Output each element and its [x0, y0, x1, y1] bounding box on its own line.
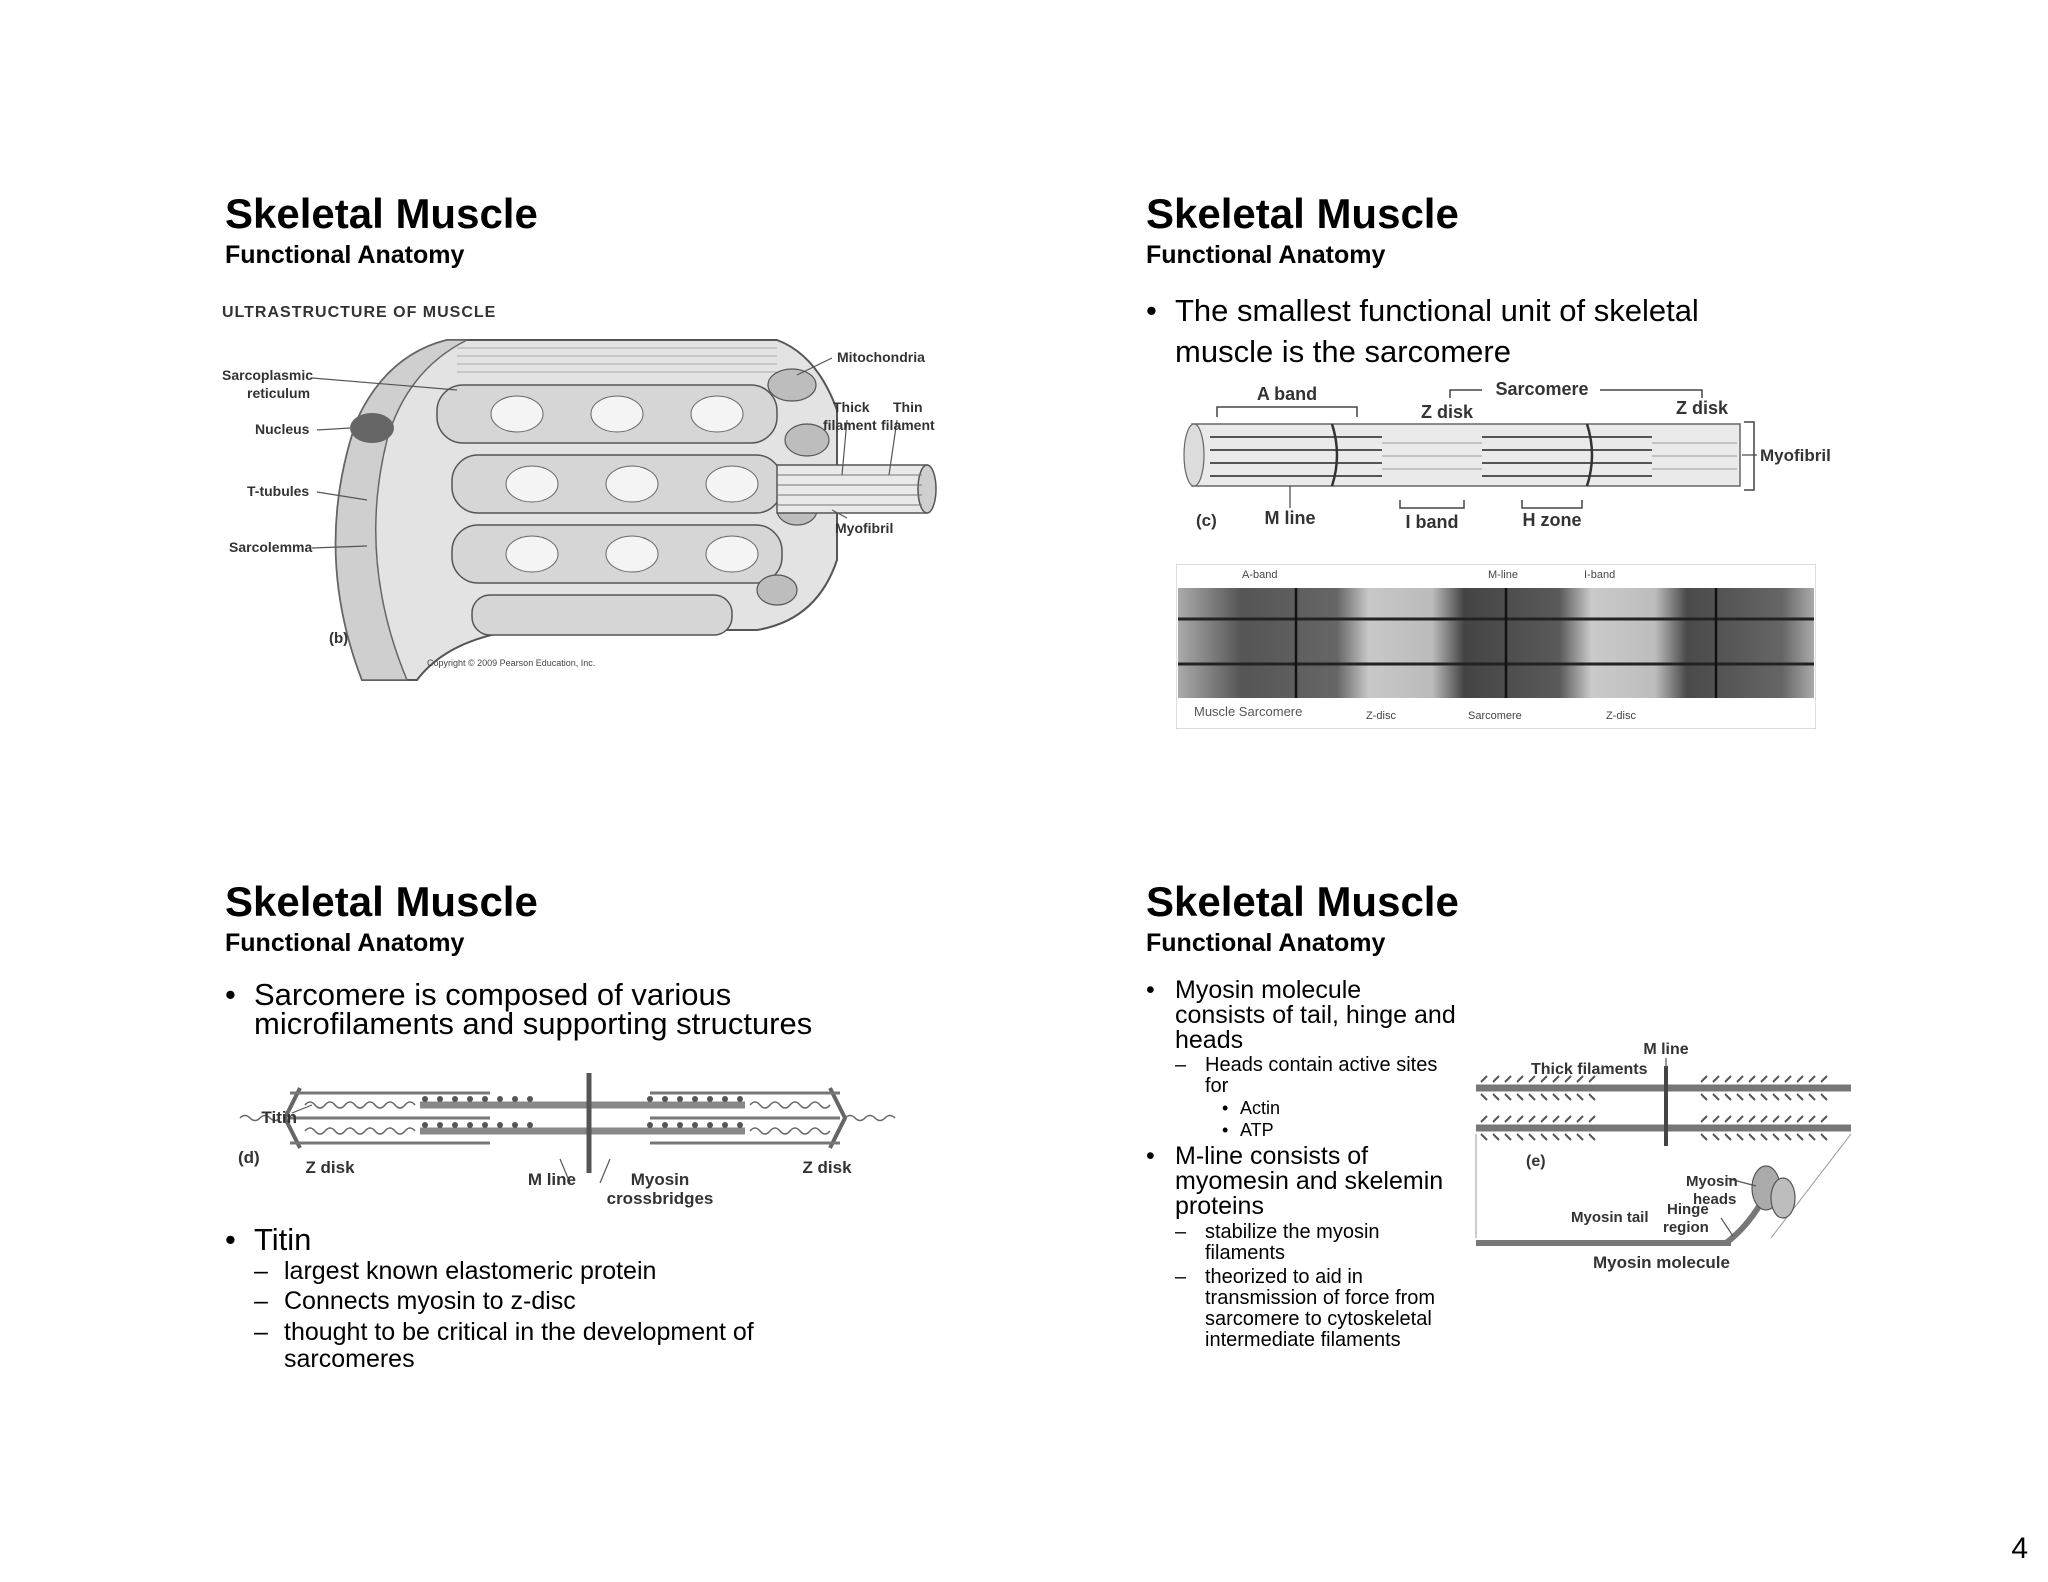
panel-label-e: (e)	[1526, 1153, 1546, 1170]
micro-caption: Muscle Sarcomere	[1194, 704, 1302, 719]
slide-title: Skeletal Muscle	[1146, 878, 1459, 925]
sub-bullet: theorized to aid in transmission of forc…	[1175, 1267, 1456, 1351]
sarcomere-micrograph: A-band M-line I-band Muscle Sarcomere Z-…	[1176, 564, 1816, 729]
myosin-figure: M line Thick filaments (e) Myosin heads …	[1475, 1041, 1852, 1272]
label-thick: Thick	[833, 399, 870, 415]
label-sarcoplasmic: Sarcoplasmic	[222, 367, 313, 383]
bullet: Sarcomere is composed of various microfi…	[225, 979, 825, 1039]
slide-title: Skeletal Muscle	[1146, 190, 1459, 237]
label-m-line: M line	[528, 1170, 576, 1189]
label-myofibril: Myofibril	[835, 520, 893, 536]
sub-sub-bullet: ATP	[1222, 1119, 1456, 1141]
slide-title: Skeletal Muscle	[225, 878, 538, 925]
label-thin-filament: filament	[881, 417, 935, 433]
bullet: Titin	[225, 1224, 865, 1257]
label-myosin-molecule: Myosin molecule	[1593, 1253, 1730, 1272]
label-hinge-region: region	[1663, 1219, 1709, 1236]
sub-bullet: thought to be critical in the developmen…	[254, 1319, 865, 1373]
label-m-line: M line	[1264, 508, 1315, 528]
sub-bullet: stabilize the myosin filaments	[1175, 1222, 1456, 1264]
label-hinge: Hinge	[1667, 1201, 1709, 1218]
bullet: M-line consists of myomesin and skelemin…	[1146, 1144, 1456, 1219]
panel-label-b: (b)	[329, 630, 348, 647]
label-heads: heads	[1693, 1191, 1736, 1208]
figure-heading: ULTRASTRUCTURE OF MUSCLE	[222, 304, 496, 321]
slide-subtitle: Functional Anatomy	[1146, 241, 1386, 269]
label-myofibril: Myofibril	[1760, 446, 1831, 465]
micro-label-a-band: A-band	[1242, 569, 1277, 581]
panel-label-c: (c)	[1196, 511, 1217, 530]
label-myosin-tail: Myosin tail	[1571, 1209, 1649, 1226]
titin-bullet-list: Titin largest known elastomeric protein …	[225, 1224, 865, 1373]
muscle-ultrastructure-figure: ULTRASTRUCTURE OF MUSCLE	[222, 304, 937, 681]
bullet-list: Myosin molecule consists of tail, hinge …	[1146, 978, 1456, 1351]
sub-bullet: largest known elastomeric protein	[254, 1256, 865, 1286]
label-thin: Thin	[893, 399, 923, 415]
bullet-list: The smallest functional unit of skeletal…	[1146, 290, 1796, 372]
label-myosin-heads: Myosin	[1686, 1173, 1738, 1190]
sub-bullet: Heads contain active sites for	[1175, 1055, 1456, 1097]
label-sarcolemma: Sarcolemma	[229, 539, 312, 555]
micro-label-i-band: I-band	[1584, 569, 1615, 581]
sub-bullet: Connects myosin to z-disc	[254, 1286, 865, 1316]
slide-myosin: Skeletal Muscle Functional Anatomy Myosi…	[1146, 878, 1996, 1351]
micro-label-z-disc: Z-disc	[1606, 710, 1636, 722]
label-z-disk: Z disk	[1676, 398, 1729, 418]
label-thick-filaments: Thick filaments	[1531, 1061, 1648, 1078]
bullet: The smallest functional unit of skeletal…	[1146, 290, 1796, 372]
label-a-band: A band	[1257, 384, 1317, 404]
slide-subtitle: Functional Anatomy	[1146, 929, 1386, 957]
myofibril-figure: A band Sarcomere Z disk Z disk Myofibril…	[1183, 382, 1831, 532]
bullet-list: Sarcomere is composed of various microfi…	[225, 979, 825, 1039]
slide-title: Skeletal Muscle	[225, 190, 538, 237]
panel-label-d: (d)	[238, 1148, 260, 1167]
slide-subtitle: Functional Anatomy	[225, 241, 465, 269]
bullet: Myosin molecule consists of tail, hinge …	[1146, 978, 1456, 1053]
sub-sub-bullet: Actin	[1222, 1097, 1456, 1119]
micro-label-sarcomere: Sarcomere	[1468, 710, 1522, 722]
sarcomere-structure-figure: Titin (d) Z disk M line Myosin crossbrid…	[238, 1073, 896, 1208]
slide-subtitle: Functional Anatomy	[225, 929, 465, 957]
label-thick-filament: filament	[823, 417, 877, 433]
label-myosin: Myosin	[631, 1170, 690, 1189]
label-i-band: I band	[1406, 512, 1459, 532]
page-number: 4	[2011, 1532, 2028, 1565]
slide-ultrastructure: Skeletal Muscle Functional Anatomy ULTRA…	[222, 190, 1075, 681]
micro-label-m-line: M-line	[1488, 569, 1518, 581]
label-m-line: M line	[1643, 1041, 1688, 1058]
copyright-text: Copyright © 2009 Pearson Education, Inc.	[427, 658, 595, 668]
label-crossbridges: crossbridges	[607, 1189, 714, 1208]
label-z-disk: Z disk	[1421, 402, 1474, 422]
label-reticulum: reticulum	[247, 385, 310, 401]
label-nucleus: Nucleus	[255, 421, 310, 437]
label-z-disk: Z disk	[802, 1158, 852, 1177]
label-mitochondria: Mitochondria	[837, 349, 925, 365]
label-h-zone: H zone	[1522, 510, 1581, 530]
slide-sarcomere: Skeletal Muscle Functional Anatomy The s…	[1146, 190, 1996, 729]
label-t-tubules: T-tubules	[247, 483, 309, 499]
label-sarcomere: Sarcomere	[1495, 382, 1588, 399]
slide-titin: Skeletal Muscle Functional Anatomy Sarco…	[225, 878, 1075, 1373]
micro-label-z-disc: Z-disc	[1366, 710, 1396, 722]
label-z-disk: Z disk	[305, 1158, 355, 1177]
label-titin: Titin	[261, 1108, 297, 1127]
